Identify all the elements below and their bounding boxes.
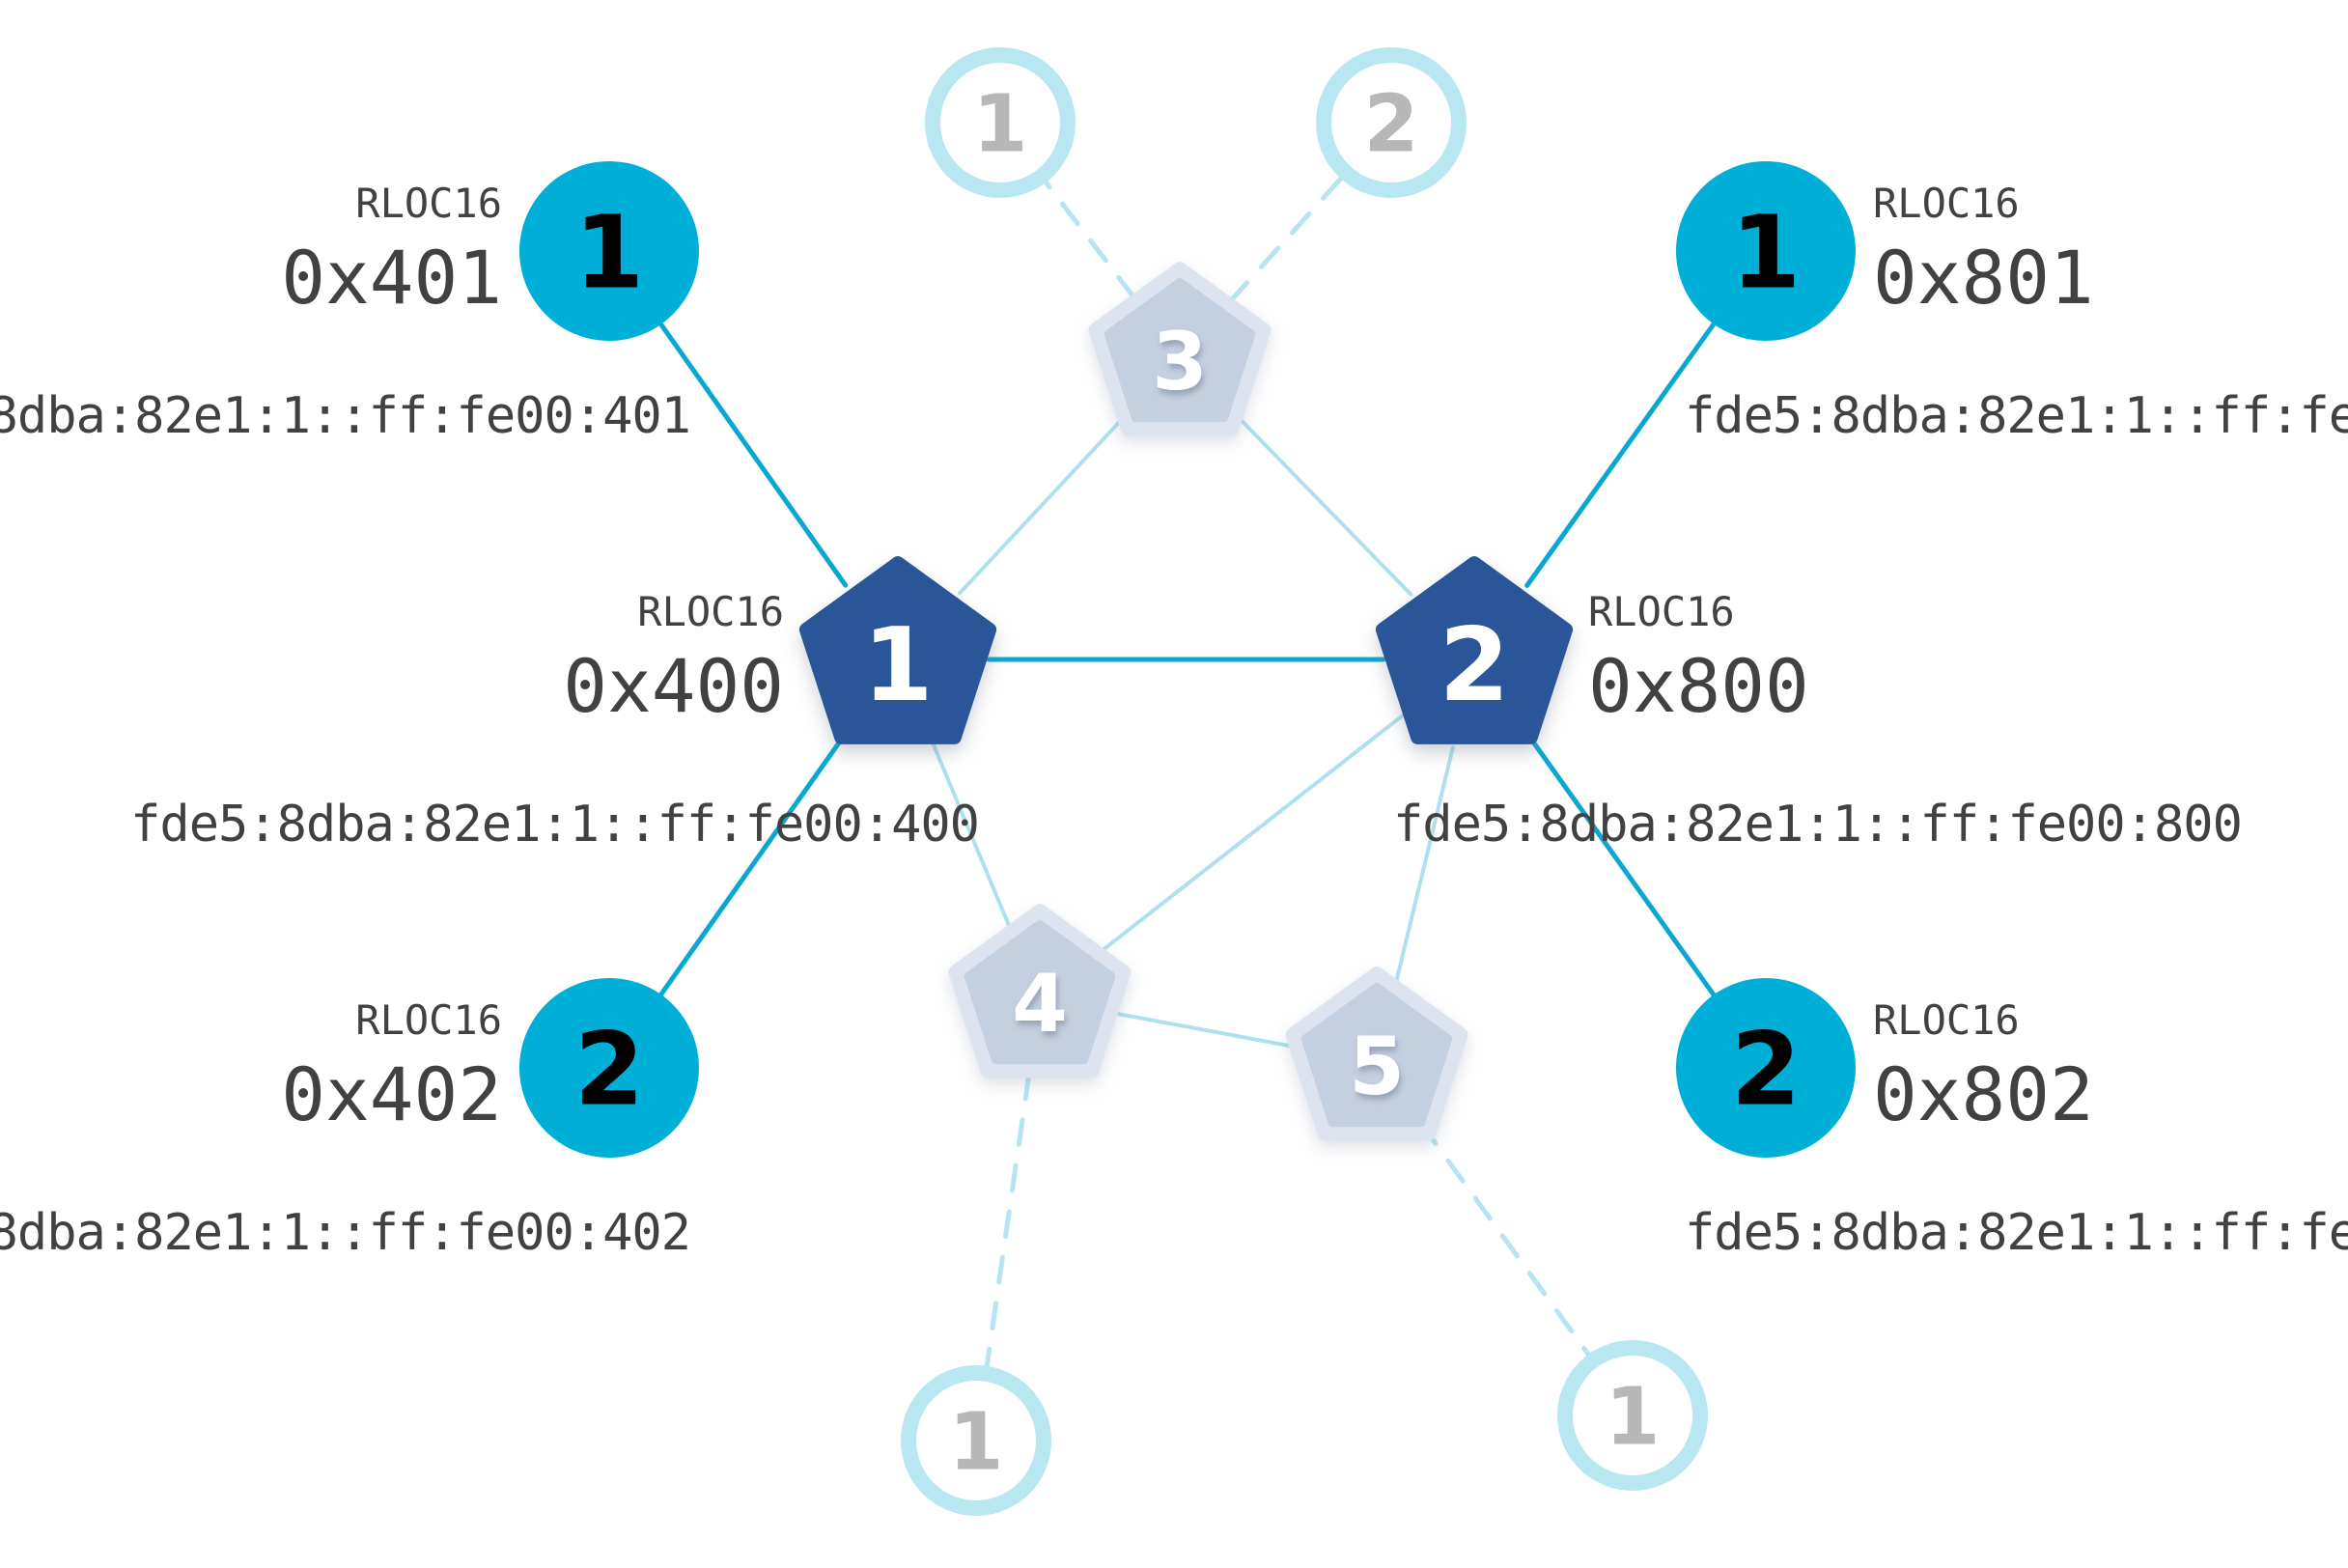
rloc16-caption: RLOC16: [637, 588, 784, 635]
node-child-402[interactable]: 2: [519, 978, 699, 1158]
ipv6-address-child-402: fde5:8dba:82e1:1::ff:fe00:402: [0, 1204, 691, 1262]
node-badge-number: 1: [1606, 1371, 1661, 1463]
node-badge-number: 1: [574, 193, 645, 311]
router-node-pentagon[interactable]: [1300, 983, 1453, 1128]
rloc16-value: 0x802: [1873, 1051, 2094, 1137]
link-router-800-to-router-5: [1392, 745, 1455, 992]
rloc16-caption: RLOC16: [355, 996, 502, 1044]
child-node-circle[interactable]: [519, 978, 699, 1158]
link-router-400-to-router-3: [958, 410, 1131, 596]
node-ghost-bottom-right[interactable]: 1: [1557, 1340, 1708, 1491]
router-node-pentagon[interactable]: [1104, 278, 1256, 423]
rloc16-value: 0x400: [563, 643, 784, 729]
link-router-3-to-ghost-top-left: [1041, 176, 1137, 300]
node-router-5[interactable]: 5: [1285, 966, 1468, 1141]
child-node-circle[interactable]: [1676, 978, 1856, 1158]
node-badge-number: 1: [1731, 193, 1802, 311]
node-badge-number: 2: [574, 1010, 645, 1128]
link-router-800-to-router-4: [1097, 713, 1405, 955]
ghost-node-ring[interactable]: [901, 1365, 1051, 1516]
ipv6-address-router-400: fde5:8dba:82e1:1::ff:fe00:400: [130, 796, 980, 854]
node-badge-number: 2: [1731, 1010, 1802, 1128]
node-badge-number: 5: [1349, 1020, 1405, 1113]
node-ghost-top-right[interactable]: 2: [1316, 47, 1467, 198]
rloc16-value: 0x800: [1588, 643, 1809, 729]
link-child-401-to-router-400: [655, 317, 849, 588]
node-child-802[interactable]: 2: [1676, 978, 1856, 1158]
node-child-401[interactable]: 1: [519, 161, 699, 341]
node-badge-number: 2: [1364, 78, 1419, 170]
node-router-400[interactable]: 1: [798, 556, 997, 744]
leader-node-pentagon[interactable]: [1375, 556, 1574, 744]
rloc16-value: 0x801: [1873, 235, 2094, 321]
child-node-circle[interactable]: [519, 161, 699, 341]
link-router-3-to-ghost-top-right: [1227, 172, 1347, 304]
ipv6-address-router-800: fde5:8dba:82e1:1::ff:fe00:800: [1393, 796, 2243, 854]
link-router-4-to-router-5: [1111, 1011, 1305, 1050]
node-badge-number: 2: [1439, 606, 1509, 724]
node-router-800[interactable]: 2: [1375, 556, 1574, 744]
child-node-circle[interactable]: [1676, 161, 1856, 341]
router-node-pentagon[interactable]: [964, 920, 1116, 1065]
link-router-5-to-ghost-bottom-right: [1418, 1120, 1594, 1361]
link-router-800-to-router-3: [1230, 408, 1413, 597]
ipv6-address-child-802: fde5:8dba:82e1:1::ff:fe00:802: [1685, 1204, 2348, 1262]
node-badge-number: 3: [1152, 315, 1208, 408]
link-router-400-to-router-4: [931, 741, 1013, 933]
ghost-node-ring[interactable]: [1316, 47, 1467, 198]
node-child-801[interactable]: 1: [1676, 161, 1856, 341]
rloc16-value: 0x401: [281, 235, 502, 321]
link-child-801-to-router-800: [1524, 317, 1719, 588]
nodes-layer: 1 1 2 2 1 2 3 4 5 1 2 1 1: [519, 47, 1856, 1516]
ghost-node-ring[interactable]: [925, 47, 1076, 198]
ghost-node-ring[interactable]: [1557, 1340, 1708, 1491]
rloc16-caption: RLOC16: [355, 180, 502, 227]
rloc16-caption: RLOC16: [1873, 996, 2020, 1044]
links-layer: [655, 172, 1719, 1373]
node-router-3[interactable]: 3: [1088, 262, 1272, 436]
rloc16-caption: RLOC16: [1588, 588, 1735, 635]
node-ghost-top-left[interactable]: 1: [925, 47, 1076, 198]
leader-node-pentagon[interactable]: [798, 556, 997, 744]
node-router-4[interactable]: 4: [948, 904, 1132, 1078]
node-badge-number: 4: [1012, 957, 1068, 1050]
node-badge-number: 1: [949, 1396, 1004, 1488]
ipv6-address-child-801: fde5:8dba:82e1:1::ff:fe00:801: [1685, 387, 2348, 445]
node-badge-number: 1: [973, 78, 1028, 170]
node-ghost-bottom-left[interactable]: 1: [901, 1365, 1051, 1516]
node-badge-number: 1: [862, 606, 933, 724]
rloc16-caption: RLOC16: [1873, 180, 2020, 227]
link-child-402-to-router-400: [655, 731, 849, 1002]
link-router-4-to-ghost-bottom-left: [983, 1071, 1032, 1373]
rloc16-value: 0x402: [281, 1051, 502, 1137]
link-child-802-to-router-800: [1524, 731, 1719, 1002]
ipv6-address-child-401: fde5:8dba:82e1:1::ff:fe00:401: [0, 387, 691, 445]
